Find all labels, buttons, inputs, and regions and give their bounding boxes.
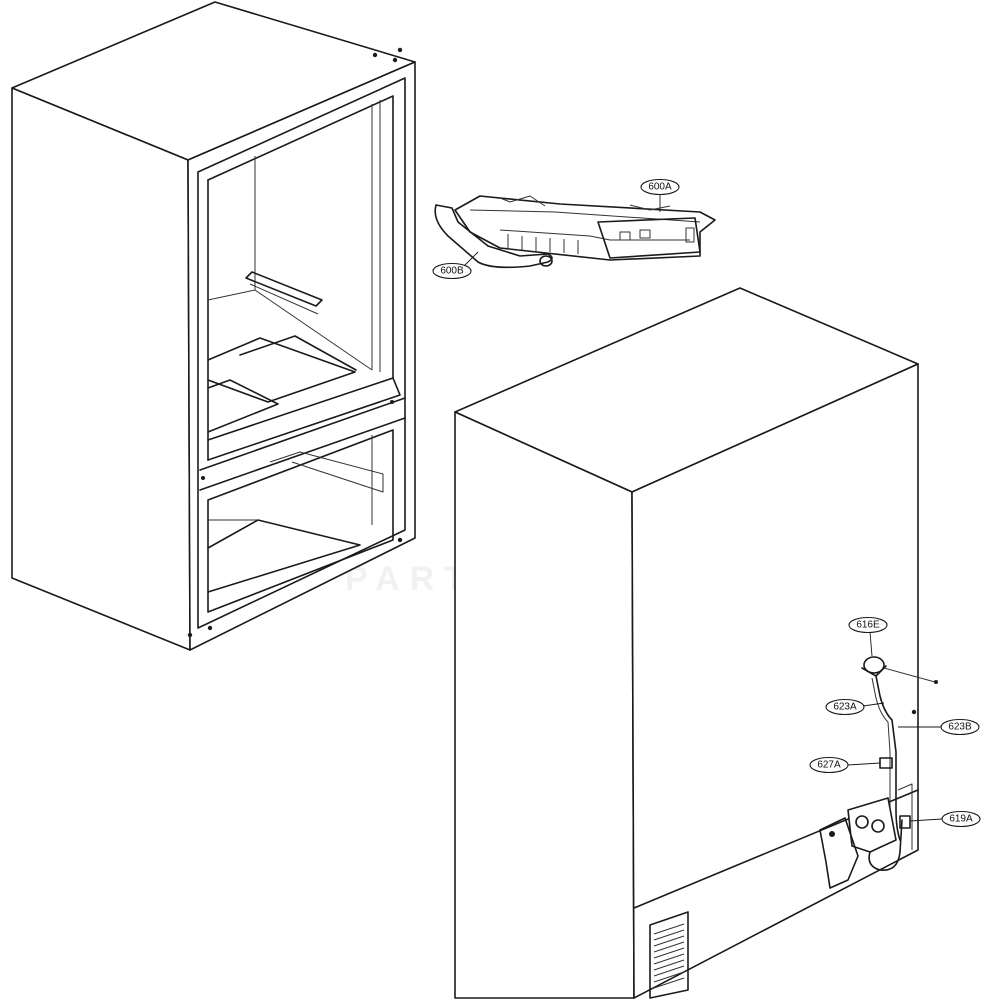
callout-623B-label: 623B bbox=[948, 722, 972, 733]
callout-619A-label: 619A bbox=[949, 814, 973, 825]
outer-cabinet bbox=[454, 287, 919, 999]
callout-623A-label: 623A bbox=[833, 702, 857, 713]
ice-maker-assembly bbox=[434, 195, 716, 269]
ice-bin-rake bbox=[434, 204, 553, 269]
vent-grille bbox=[649, 911, 689, 999]
callout-623A: 623A bbox=[825, 698, 885, 716]
callout-616E-label: 616E bbox=[856, 620, 880, 631]
inner-cabinet-liner bbox=[11, 1, 416, 651]
callout-600A-label: 600A bbox=[648, 182, 672, 193]
callout-623B: 623B bbox=[898, 718, 980, 736]
callout-616E: 616E bbox=[848, 616, 888, 657]
callout-600B: 600B bbox=[432, 251, 479, 280]
callout-600B-label: 600B bbox=[440, 266, 464, 277]
ice-maker-tray bbox=[454, 195, 716, 261]
callout-627A-label: 627A bbox=[817, 760, 841, 771]
callout-600A: 600A bbox=[640, 178, 680, 212]
water-valve-assembly bbox=[819, 656, 938, 889]
callout-627A: 627A bbox=[809, 756, 881, 774]
inner-cabinet-side bbox=[11, 87, 191, 651]
callout-619A: 619A bbox=[909, 810, 981, 828]
outer-cabinet-right bbox=[631, 363, 919, 999]
inner-cabinet-front bbox=[187, 61, 416, 651]
outer-cabinet-left bbox=[454, 411, 635, 999]
